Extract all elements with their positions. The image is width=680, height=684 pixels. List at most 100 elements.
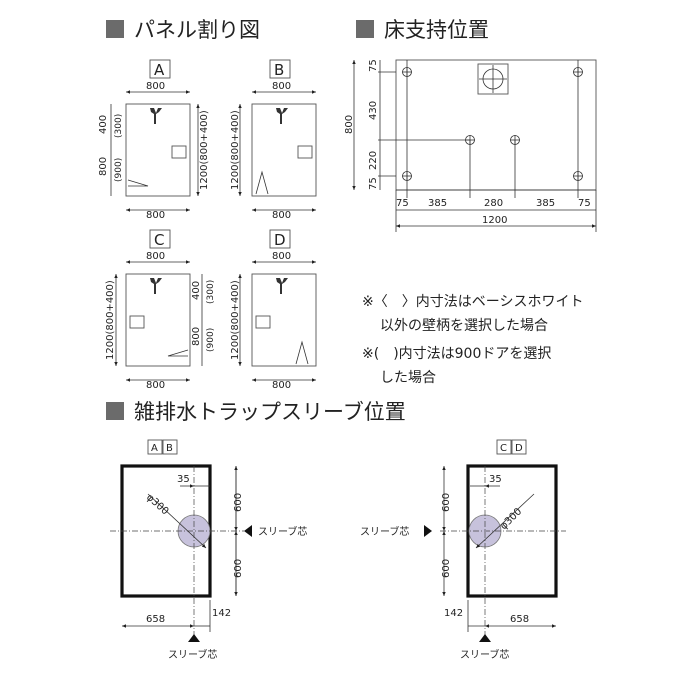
heading-drain-trap: 雑排水トラップスリーブ位置 <box>106 400 406 424</box>
trap-ab-label-b: B <box>166 443 173 454</box>
faucet-icon <box>276 108 288 124</box>
panel-d-lower-dim: 800 <box>191 327 202 346</box>
support-foot-icon <box>573 67 583 77</box>
trap-ab-dim-right: 142 <box>212 608 231 619</box>
trap-cd-diagram: C D φ300 35 600 600 スリーブ芯 142 658 スリーブ芯 <box>360 439 566 661</box>
trap-ab-diagram: A B φ300 35 600 600 スリーブ芯 658 142 スリーブ芯 <box>110 439 307 661</box>
panel-c-door-swing <box>167 349 189 357</box>
panel-c-label: C <box>154 231 164 249</box>
support-foot-icon <box>402 171 412 181</box>
heading-floor-support: 床支持位置 <box>356 18 489 42</box>
trap-cd-dim-right: 658 <box>510 614 529 625</box>
trap-cd-sleeve-side: スリーブ芯 <box>360 525 409 538</box>
floor-bottom-dim-4: 385 <box>536 198 555 209</box>
panel-d-door-swing <box>295 340 309 365</box>
notes: ※〈 〉内寸法はベーシスホワイト 以外の壁柄を選択した場合 ※( )内寸法は90… <box>362 294 583 386</box>
panel-a-top-dim: 800 <box>146 81 165 92</box>
heading-panel-layout: パネル割り図 <box>106 18 260 42</box>
faucet-icon <box>150 108 162 124</box>
support-foot-icon <box>510 135 520 145</box>
panel-a-bottom-dim: 800 <box>146 210 165 221</box>
floor-bottom-dim-2: 385 <box>428 198 447 209</box>
heading-square-icon <box>356 20 374 38</box>
trap-cd-dim-left: 142 <box>444 608 463 619</box>
sleeve-marker-icon <box>188 634 200 642</box>
note-line-2: 以外の壁柄を選択した場合 <box>380 318 548 334</box>
trap-ab-dim-lower: 600 <box>233 559 244 578</box>
trap-ab-label-a: A <box>151 443 158 454</box>
panel-d-top-dim: 800 <box>272 251 291 262</box>
panel-d-upper-sub: (300) <box>206 280 216 304</box>
panel-a-label-box <box>149 59 171 79</box>
panel-b-label: B <box>274 61 284 79</box>
panel-c-door-handle <box>129 315 145 329</box>
trap-cd-label-c: C <box>500 443 507 454</box>
heading-panel-layout-text: パネル割り図 <box>134 18 260 42</box>
floor-left-dim-2: 430 <box>368 101 379 120</box>
heading-floor-support-text: 床支持位置 <box>384 18 489 42</box>
support-foot-icon <box>573 171 583 181</box>
panel-a-upper-sub: (300) <box>114 114 124 138</box>
heading-drain-trap-text: 雑排水トラップスリーブ位置 <box>134 400 406 424</box>
panel-a-lower-dim: 800 <box>98 157 109 176</box>
trap-ab-label-box-a <box>147 439 163 455</box>
support-foot-icon <box>402 67 412 77</box>
note-line-1: ※〈 〉内寸法はベーシスホワイト <box>362 294 583 310</box>
floor-bottom-dim-1: 75 <box>396 198 409 209</box>
panel-d-label-box <box>269 229 291 249</box>
trap-cd-dim-35: 35 <box>489 474 502 485</box>
sleeve-marker-icon <box>244 525 252 537</box>
faucet-icon <box>276 278 288 294</box>
panel-b-label-box <box>269 59 291 79</box>
note-line-4: した場合 <box>380 370 436 386</box>
panel-b-side-dim: 1200(800+400) <box>230 110 241 190</box>
trap-ab-label-box-b <box>162 439 178 455</box>
panel-d-label: D <box>274 231 286 249</box>
panel-d: D 800 800 1200(800+400) 400 (300) 800 (9… <box>191 229 317 391</box>
trap-cd-sleeve-bottom: スリーブ芯 <box>460 648 509 661</box>
panel-a-upper-dim: 400 <box>98 115 109 134</box>
panel-b-bottom-dim: 800 <box>272 210 291 221</box>
panel-a: A 800 800 1200(800+400) 400 (300) 800 (9… <box>98 59 210 221</box>
floor-bottom-dim-5: 75 <box>578 198 591 209</box>
trap-ab-sleeve-bottom: スリーブ芯 <box>168 648 217 661</box>
panel-a-label: A <box>154 61 165 79</box>
drain-icon <box>477 63 509 95</box>
sleeve-marker-icon <box>424 525 432 537</box>
panel-b-door-swing <box>255 170 269 195</box>
panel-c-bottom-dim: 800 <box>146 380 165 391</box>
panel-a-door-handle <box>171 145 187 159</box>
panel-a-lower-sub: (900) <box>114 158 124 182</box>
sleeve-marker-icon <box>479 634 491 642</box>
panel-a-side-dim: 1200(800+400) <box>199 110 210 190</box>
panel-d-upper-dim: 400 <box>191 281 202 300</box>
panel-d-bottom-dim: 800 <box>272 380 291 391</box>
panel-c-top-dim: 800 <box>146 251 165 262</box>
trap-ab-dim-upper: 600 <box>233 493 244 512</box>
panel-b: B 800 800 1200(800+400) <box>230 59 317 221</box>
heading-square-icon <box>106 20 124 38</box>
panel-b-door-handle <box>297 145 313 159</box>
trap-cd-label-box-d <box>511 439 527 455</box>
panel-c-label-box <box>149 229 171 249</box>
note-line-3: ※( )内寸法は900ドアを選択 <box>362 346 551 362</box>
trap-cd-label-d: D <box>515 443 523 454</box>
heading-square-icon <box>106 402 124 420</box>
panel-d-side-dim: 1200(800+400) <box>230 280 241 360</box>
support-foot-icon <box>465 135 475 145</box>
trap-cd-label-box-c <box>496 439 512 455</box>
trap-cd-dim-lower: 600 <box>441 559 452 578</box>
panel-d-door-handle <box>255 315 271 329</box>
trap-ab-sleeve-side: スリーブ芯 <box>258 525 307 538</box>
trap-ab-dim-35: 35 <box>177 474 190 485</box>
floor-left-dim-1: 75 <box>368 59 379 72</box>
floor-bottom-dim-3: 280 <box>484 198 503 209</box>
panel-a-door-swing <box>127 179 149 187</box>
floor-left-dim-4: 75 <box>368 177 379 190</box>
panel-b-top-dim: 800 <box>272 81 291 92</box>
floor-support-diagram: 75 430 220 75 800 75 385 280 385 75 1200 <box>344 59 597 232</box>
trap-ab-sleeve <box>177 514 211 548</box>
panel-d-lower-sub: (900) <box>206 328 216 352</box>
